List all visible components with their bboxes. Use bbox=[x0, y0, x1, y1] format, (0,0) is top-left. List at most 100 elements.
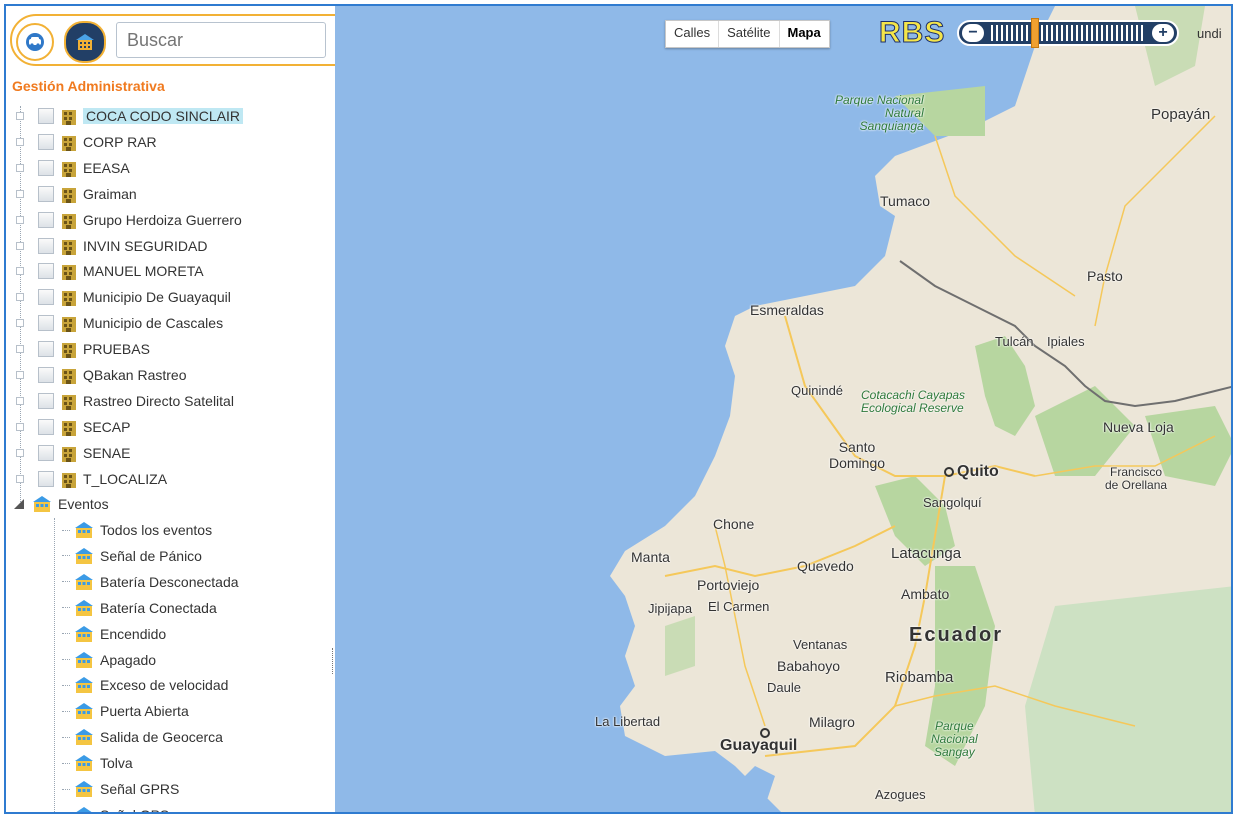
company-checkbox[interactable] bbox=[38, 159, 54, 176]
map-label-line: Francisco bbox=[1110, 465, 1163, 479]
collapse-triangle-icon bbox=[14, 499, 24, 509]
map-label-ecuador: Ecuador bbox=[909, 624, 1004, 646]
expand-toggle-icon[interactable] bbox=[16, 474, 24, 483]
event-building-icon bbox=[75, 573, 93, 590]
event-building-icon bbox=[33, 496, 51, 512]
company-checkbox[interactable] bbox=[38, 392, 54, 409]
map-label-ambato: Ambato bbox=[901, 586, 950, 602]
company-checkbox[interactable] bbox=[38, 133, 54, 150]
company-tree-item[interactable]: SENAE bbox=[16, 441, 130, 465]
map-label-mundi: undi bbox=[1197, 26, 1222, 41]
event-tree-item[interactable]: Puerta Abierta bbox=[62, 699, 189, 723]
map-label-azogues: Azogues bbox=[875, 787, 926, 802]
map-label-parque-sangay: Parque Nacional Sangay bbox=[931, 720, 978, 759]
event-tree-item[interactable]: Exceso de velocidad bbox=[62, 673, 228, 697]
event-tree-item[interactable]: Batería Desconectada bbox=[62, 570, 239, 594]
map-view[interactable]: Calles Satélite Mapa RBS − + undi Parque… bbox=[335, 6, 1231, 812]
company-tree-item[interactable]: Municipio de Cascales bbox=[16, 311, 223, 335]
company-tree-item[interactable]: PRUEBAS bbox=[16, 337, 150, 361]
event-building-icon bbox=[75, 703, 93, 720]
event-building-icon bbox=[75, 522, 93, 538]
company-tree-item[interactable]: INVIN SEGURIDAD bbox=[16, 234, 207, 258]
company-button[interactable] bbox=[64, 21, 106, 63]
company-checkbox[interactable] bbox=[38, 211, 54, 228]
event-tree-item[interactable]: Señal GPRS bbox=[62, 777, 179, 801]
company-tree-item[interactable]: Grupo Herdoiza Guerrero bbox=[16, 208, 242, 232]
company-checkbox[interactable] bbox=[38, 289, 54, 306]
company-checkbox[interactable] bbox=[38, 237, 54, 254]
company-tree-item[interactable]: EEASA bbox=[16, 156, 130, 180]
tree-node-events[interactable]: Eventos bbox=[14, 492, 109, 516]
event-building-icon bbox=[75, 781, 93, 797]
event-tree-item[interactable]: Encendido bbox=[62, 622, 166, 646]
event-building-icon bbox=[75, 599, 93, 616]
event-building-icon bbox=[75, 547, 93, 564]
expand-toggle-icon[interactable] bbox=[16, 241, 24, 250]
building-icon bbox=[76, 34, 94, 50]
expand-toggle-icon[interactable] bbox=[16, 189, 24, 198]
company-tree-item[interactable]: COCA CODO SINCLAIR bbox=[16, 104, 244, 128]
map-label-daule: Daule bbox=[767, 680, 801, 695]
event-tree-item[interactable]: Todos los eventos bbox=[62, 518, 212, 542]
company-building-icon bbox=[62, 317, 76, 333]
tree-connector bbox=[62, 762, 70, 764]
event-tree-item[interactable]: Apagado bbox=[62, 648, 156, 672]
expand-toggle-icon[interactable] bbox=[16, 422, 24, 431]
event-tree-item[interactable]: Señal de Pánico bbox=[62, 544, 202, 568]
company-tree-item[interactable]: MANUEL MORETA bbox=[16, 259, 204, 283]
company-tree-item[interactable]: SECAP bbox=[16, 415, 130, 439]
expand-toggle-icon[interactable] bbox=[16, 448, 24, 457]
map-label-line: de Orellana bbox=[1105, 478, 1168, 492]
company-tree-item[interactable]: QBakan Rastreo bbox=[16, 363, 187, 387]
map-label-esmeraldas: Esmeraldas bbox=[750, 302, 824, 318]
expand-toggle-icon[interactable] bbox=[16, 215, 24, 224]
event-tree-item[interactable]: Señal GPS bbox=[62, 803, 169, 812]
tree-connector bbox=[62, 659, 70, 660]
company-checkbox[interactable] bbox=[38, 444, 54, 461]
company-checkbox[interactable] bbox=[38, 315, 54, 332]
company-checkbox[interactable] bbox=[38, 367, 54, 383]
expand-toggle-icon[interactable] bbox=[16, 163, 24, 172]
company-checkbox[interactable] bbox=[38, 470, 54, 487]
map-type-calles-button[interactable]: Calles bbox=[666, 21, 720, 47]
company-tree-item[interactable]: Rastreo Directo Satelital bbox=[16, 389, 234, 413]
map-type-switcher: Calles Satélite Mapa bbox=[665, 20, 830, 48]
event-tree-item[interactable]: Tolva bbox=[62, 751, 133, 775]
company-label: T_LOCALIZA bbox=[83, 470, 168, 487]
zoom-slider[interactable]: − + bbox=[957, 18, 1179, 48]
company-checkbox[interactable] bbox=[38, 263, 54, 280]
company-tree-item[interactable]: Municipio De Guayaquil bbox=[16, 285, 231, 309]
expand-toggle-icon[interactable] bbox=[16, 319, 24, 328]
map-type-satelite-button[interactable]: Satélite bbox=[719, 21, 780, 47]
company-tree-item[interactable]: Graiman bbox=[16, 182, 137, 206]
expand-toggle-icon[interactable] bbox=[16, 396, 24, 405]
zoom-out-button[interactable]: − bbox=[962, 24, 984, 42]
zoom-track[interactable] bbox=[991, 25, 1145, 41]
zoom-thumb[interactable] bbox=[1031, 18, 1039, 48]
expand-toggle-icon[interactable] bbox=[16, 137, 24, 146]
company-tree-item[interactable]: T_LOCALIZA bbox=[16, 467, 167, 491]
event-label: Encendido bbox=[100, 625, 167, 642]
map-label-pasto: Pasto bbox=[1087, 268, 1123, 284]
company-checkbox[interactable] bbox=[38, 108, 54, 124]
map-label-babahoyo: Babahoyo bbox=[777, 658, 841, 674]
expand-toggle-icon[interactable] bbox=[16, 345, 24, 354]
expand-toggle-icon[interactable] bbox=[16, 293, 24, 302]
search-input[interactable] bbox=[116, 22, 326, 58]
map-type-mapa-button[interactable]: Mapa bbox=[787, 25, 821, 40]
event-building-icon bbox=[75, 729, 93, 746]
zoom-in-button[interactable]: + bbox=[1152, 24, 1174, 42]
sidebar-resize-handle[interactable] bbox=[332, 648, 335, 674]
map-label-riobamba: Riobamba bbox=[885, 669, 954, 686]
vehicle-button[interactable] bbox=[16, 23, 54, 61]
company-checkbox[interactable] bbox=[38, 185, 54, 202]
company-checkbox[interactable] bbox=[38, 341, 54, 358]
expand-toggle-icon[interactable] bbox=[16, 371, 24, 379]
expand-toggle-icon[interactable] bbox=[16, 112, 24, 120]
event-tree-item[interactable]: Batería Conectada bbox=[62, 596, 217, 620]
company-tree-item[interactable]: CORP RAR bbox=[16, 130, 157, 154]
expand-toggle-icon[interactable] bbox=[16, 267, 24, 276]
map-label-francisco-orellana: Francisco de Orellana bbox=[1105, 466, 1167, 492]
company-checkbox[interactable] bbox=[38, 418, 54, 435]
event-tree-item[interactable]: Salida de Geocerca bbox=[62, 725, 223, 749]
